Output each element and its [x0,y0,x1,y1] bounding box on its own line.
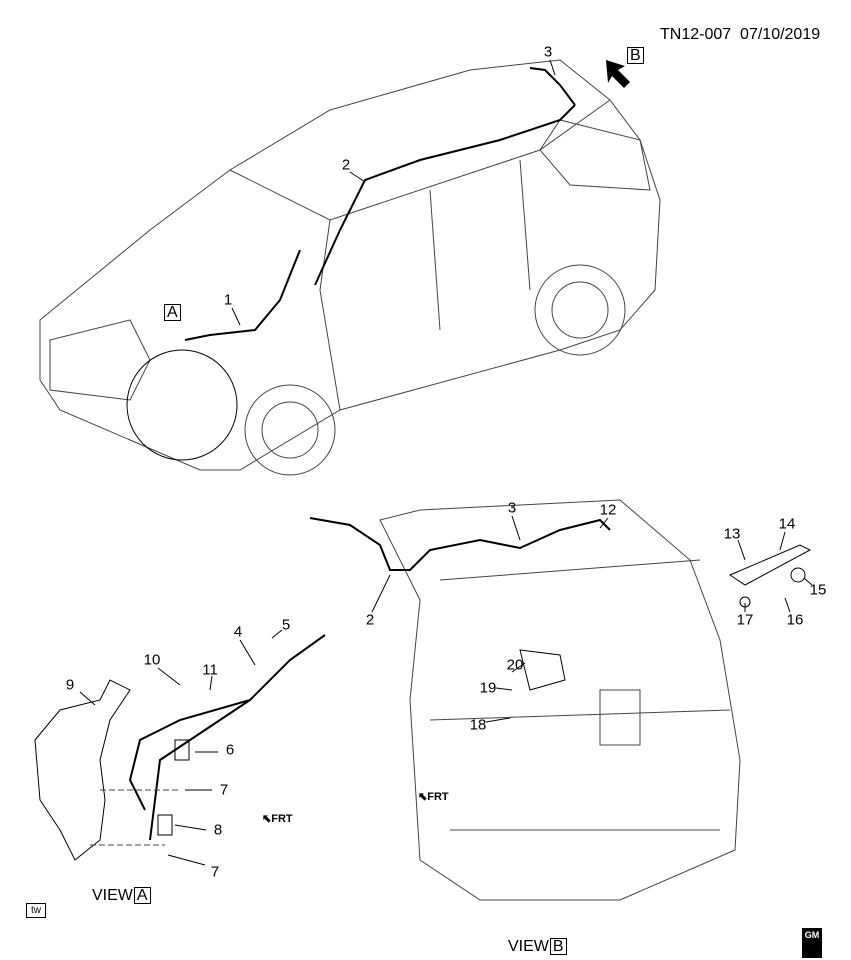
callout-18: 18 [469,716,487,734]
callout-13: 13 [723,525,741,543]
callout-7: 7 [219,781,229,799]
callout-19: 19 [479,679,497,697]
tw-badge: tw [26,903,46,918]
callout-5: 5 [281,616,291,634]
vehicle-outline [39,59,661,471]
callout-14: 14 [778,515,796,533]
callout-4: 4 [233,623,243,641]
callout-17: 17 [736,611,754,629]
callout-12: 12 [599,501,617,519]
callout-6: 6 [225,741,235,759]
callout-3: 3 [543,43,553,61]
callout-2: 2 [365,611,375,629]
washer-hose-4 [128,634,326,841]
drawing-header: TN12-007 07/10/2019 [660,26,820,44]
callout-20: 20 [506,656,524,674]
callout-16: 16 [786,611,804,629]
callout-15: 15 [809,581,827,599]
washer-hose-1 [184,249,301,341]
washer-reservoir [34,679,131,861]
view-marker-a: A [164,304,181,321]
callout-1: 1 [223,291,233,309]
callout-8: 8 [213,821,223,839]
gm-logo: GM [802,928,822,958]
callout-2: 2 [341,156,351,174]
callout-9: 9 [65,676,75,694]
washer-hose-2 [314,104,576,286]
drawing-id: TN12-007 [660,26,732,43]
front-arrow-a: ⬉FRT [262,813,293,825]
callout-7: 7 [210,863,220,881]
callout-11: 11 [202,661,218,679]
front-arrow-b: ⬉FRT [418,791,449,803]
rear-vehicle-outline [379,499,741,901]
washer-hose-3 [529,67,576,106]
view-marker-b: B [627,47,644,64]
rear-washer-hose [309,517,611,571]
callout-10: 10 [143,651,161,669]
callout-3: 3 [507,499,517,517]
drawing-date: 07/10/2019 [740,26,821,43]
